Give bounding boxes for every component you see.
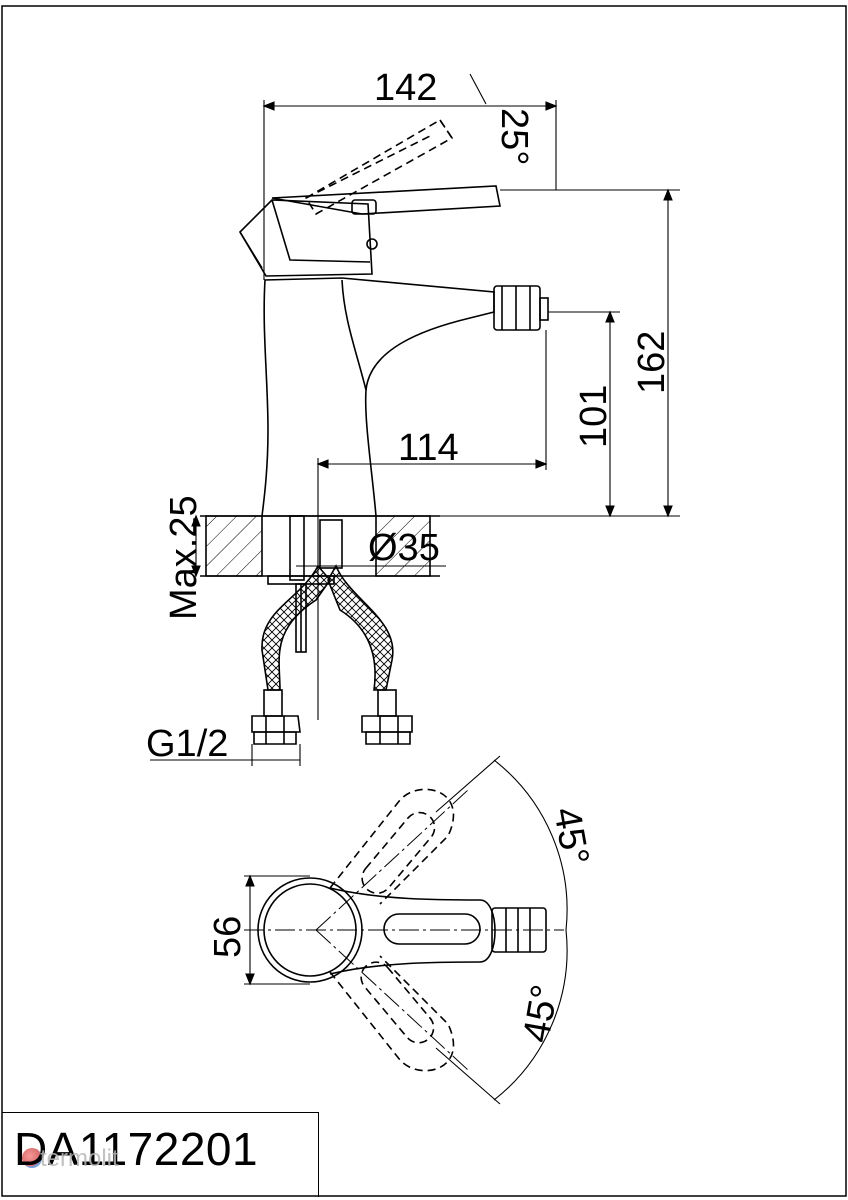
dimension-lines (150, 73, 680, 766)
dim-height-total: 162 (631, 331, 673, 394)
side-elevation (200, 118, 549, 745)
aerator (493, 285, 549, 331)
faucet-body (261, 277, 495, 517)
title-block (2, 1112, 319, 1197)
watermark-text: termolit (40, 1145, 119, 1172)
lever-raised (304, 118, 454, 216)
dim-angle-upper: 45° (545, 804, 596, 868)
dim-spout-reach: 114 (398, 427, 459, 469)
plan-lever (329, 887, 496, 975)
plan-lever-upper (329, 788, 455, 905)
fitting-right (361, 689, 413, 745)
dim-height-spout: 101 (573, 385, 615, 448)
dim-thread: G1/2 (146, 723, 228, 765)
lever (271, 185, 501, 215)
watermark-logo (22, 1148, 42, 1168)
hose-right (327, 564, 394, 691)
dim-width-top: 142 (374, 67, 437, 109)
countertop (205, 515, 263, 577)
plan-lever-lower (329, 955, 455, 1072)
dim-angle-lever: 25° (493, 108, 535, 165)
dim-hole-diameter: Ø35 (368, 527, 440, 569)
dim-max-counter: Max.25 (163, 495, 205, 620)
dim-body-width: 56 (207, 916, 249, 958)
dim-angle-lower: 45° (516, 982, 567, 1046)
model-code: DA1172201 (14, 1123, 259, 1175)
plan-dimension-lines (244, 755, 568, 1105)
fitting-left (251, 689, 301, 745)
sheet-border (1, 5, 847, 1197)
plan-view (244, 788, 564, 1072)
